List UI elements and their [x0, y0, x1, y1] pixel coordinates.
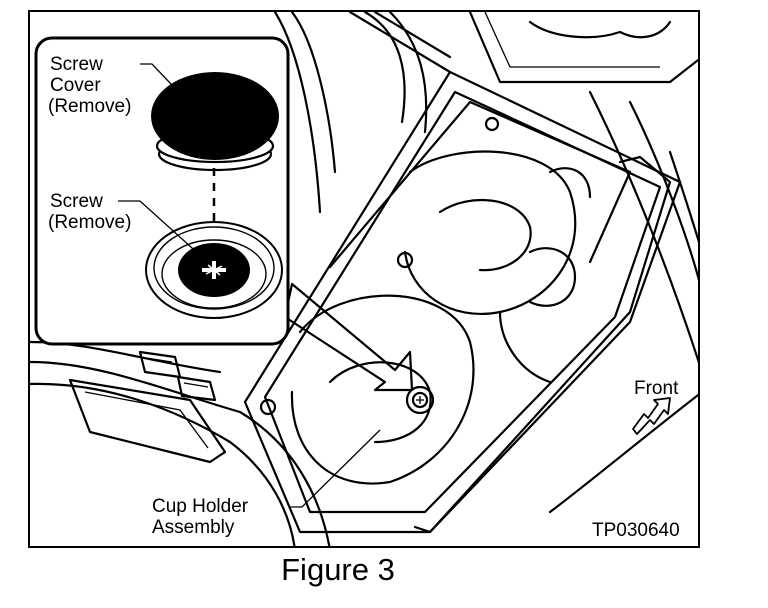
front-label: Front: [634, 378, 679, 399]
figure-frame: Screw Cover (Remove) Screw (Remove) Cup …: [28, 10, 700, 548]
screw-hole: [145, 221, 283, 319]
screw-label-line1: Screw: [50, 191, 103, 212]
screw-label-line2: (Remove): [48, 212, 132, 233]
cup-holder-illustration: [30, 12, 698, 546]
screw-leader: [118, 200, 213, 267]
screw-cover-label-line3: (Remove): [48, 96, 132, 117]
front-arrow-icon: [632, 397, 671, 435]
screw-cover-label-line1: Screw: [50, 54, 103, 75]
figure-caption: Figure 3: [281, 552, 395, 587]
part-code: TP030640: [592, 520, 680, 541]
cup-holder-leader: [290, 429, 381, 508]
screw-cover-label-line2: Cover: [50, 75, 101, 96]
inset-detail: [34, 36, 290, 346]
screw-cover: [151, 72, 279, 172]
cup-holder-label-line1: Cup Holder: [152, 496, 249, 517]
cup-holder-label-line2: Assembly: [152, 517, 235, 538]
screw-cover-leader: [140, 63, 191, 105]
callout-pointer: [283, 282, 414, 392]
cup-holder-tray: [243, 12, 682, 534]
